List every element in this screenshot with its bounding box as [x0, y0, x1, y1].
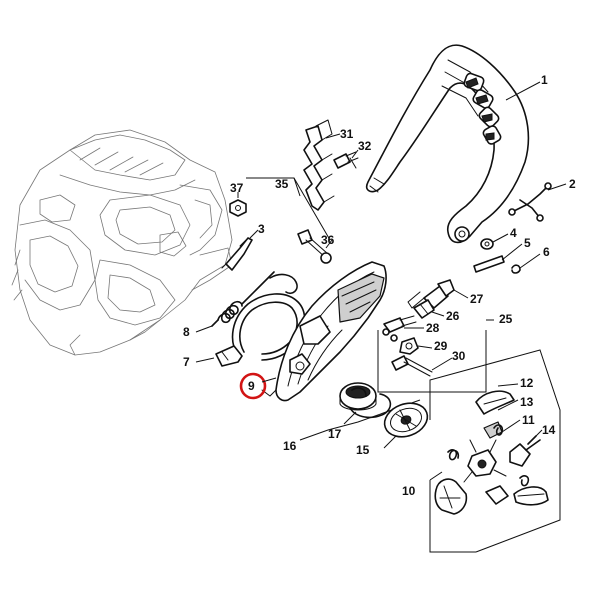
label-part-7: 7: [183, 355, 190, 369]
engine-body: [11, 129, 233, 356]
part-labels: 1 2 3 4 5 6 7 8 9 10 11 12 13 14 15 16 1…: [183, 73, 576, 498]
label-part-1: 1: [541, 73, 548, 87]
label-part-30: 30: [452, 349, 466, 363]
part-37-nut: [229, 199, 247, 217]
label-part-11: 11: [522, 413, 535, 427]
label-part-29: 29: [434, 339, 448, 353]
part-17-spring: [349, 393, 392, 419]
part-5-pin: [473, 255, 505, 273]
part-4-washer: [480, 238, 494, 250]
part-3-bracket: [221, 237, 253, 271]
label-part-32: 32: [358, 139, 372, 153]
part-6-clip: [511, 264, 521, 274]
label-part-25: 25: [499, 312, 513, 326]
label-part-2: 2: [569, 177, 576, 191]
part-10-clutch: [434, 390, 549, 515]
label-part-36: 36: [321, 233, 335, 247]
part-14-pin: [525, 435, 541, 451]
label-part-17: 17: [328, 427, 342, 441]
part-32-screw: [333, 151, 359, 169]
label-part-8: 8: [183, 325, 190, 339]
label-part-16: 16: [283, 439, 297, 453]
highlight-circle: [239, 372, 267, 400]
label-part-13: 13: [520, 395, 534, 409]
label-part-6: 6: [543, 245, 550, 259]
label-part-35: 35: [275, 177, 289, 191]
label-part-10: 10: [402, 484, 416, 498]
part-36-screw: [297, 229, 332, 264]
label-part-26: 26: [446, 309, 460, 323]
part-1-brake-handle: [365, 44, 530, 244]
label-part-31: 31: [340, 127, 354, 141]
label-part-15: 15: [356, 443, 370, 457]
label-part-3: 3: [258, 222, 265, 236]
part-16-spring-housing: [339, 382, 377, 411]
part-26-cam: [413, 299, 435, 319]
label-part-12: 12: [520, 376, 534, 390]
part-29-nut: [399, 337, 419, 355]
label-part-14: 14: [542, 423, 556, 437]
label-part-5: 5: [524, 236, 531, 250]
label-part-9: 9: [248, 379, 255, 393]
label-part-28: 28: [426, 321, 440, 335]
label-part-4: 4: [510, 226, 517, 240]
part-31-bracket: [303, 119, 335, 211]
label-part-27: 27: [470, 292, 484, 306]
part-2-lever: [508, 182, 552, 222]
part-28-screw: [382, 315, 417, 342]
part-8-spring: [211, 271, 275, 327]
part-15-pulley: [383, 402, 429, 438]
part-9-cover: [261, 261, 387, 402]
label-part-37: 37: [230, 181, 244, 195]
part-30-screw: [391, 355, 433, 377]
